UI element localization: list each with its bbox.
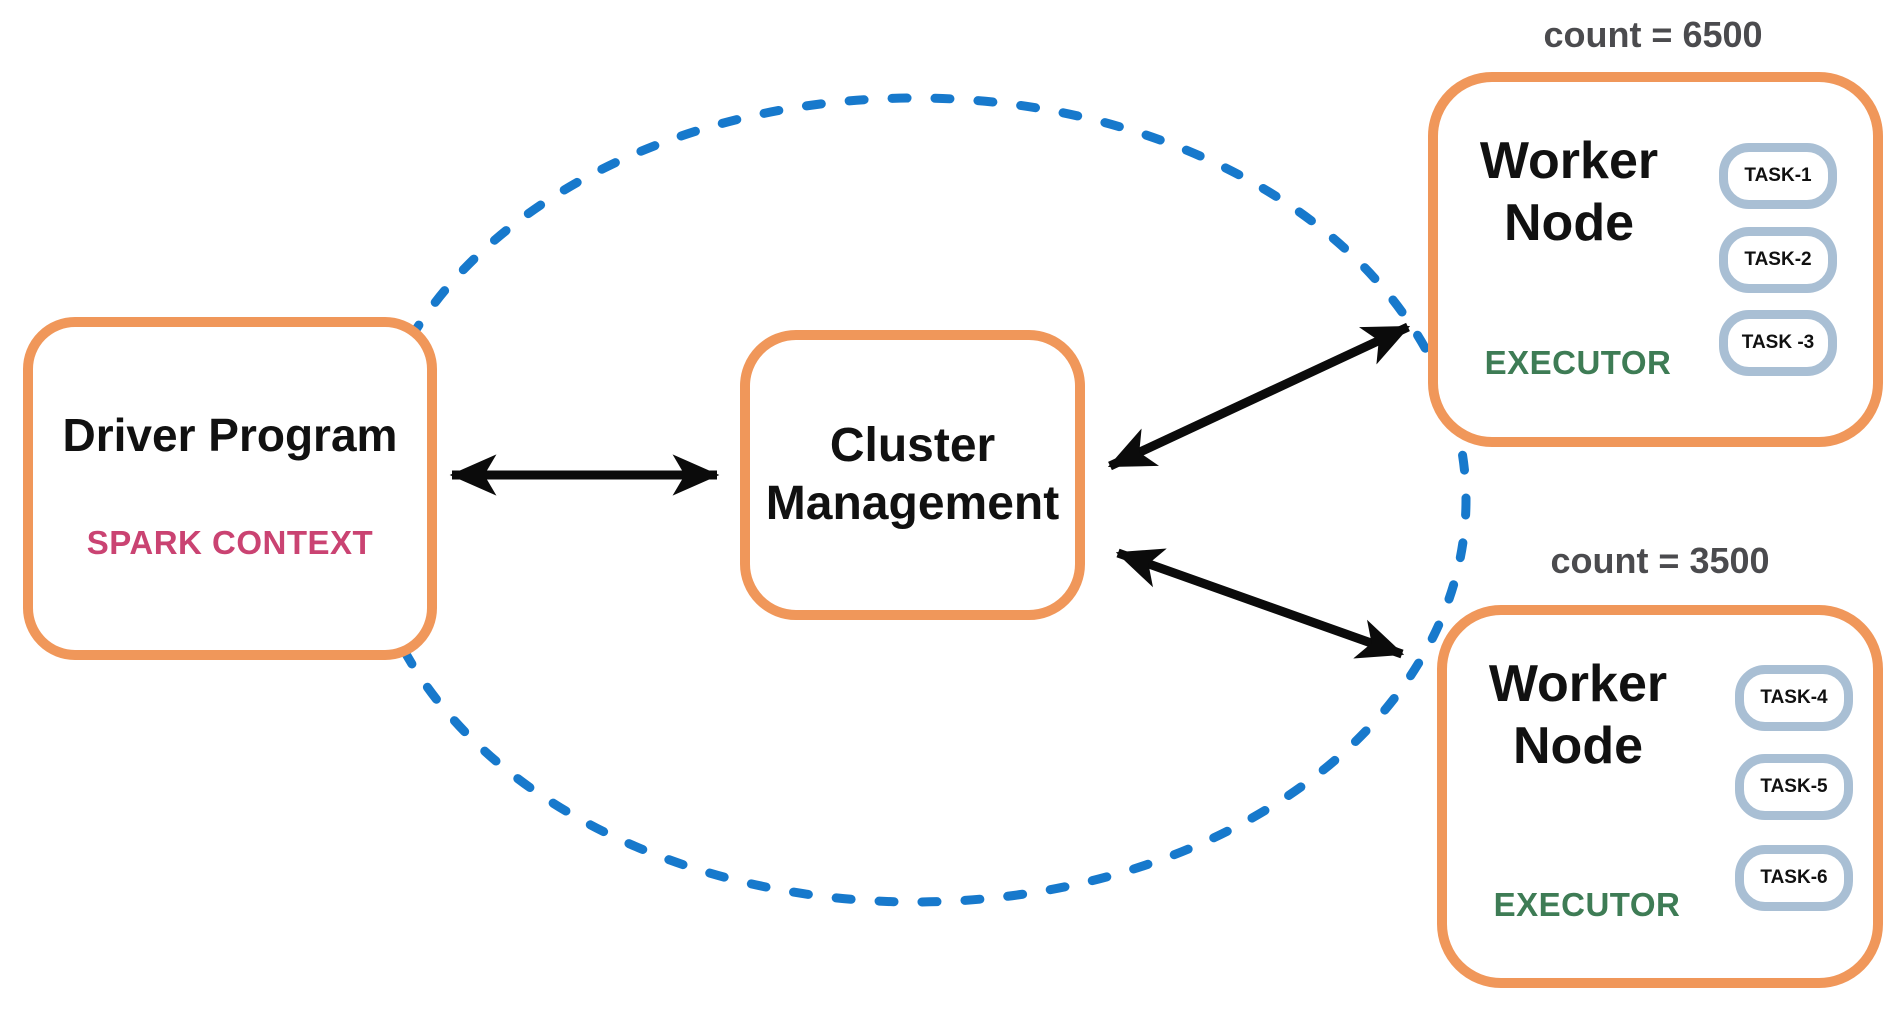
driver-program-box: Driver Program SPARK CONTEXT: [23, 317, 437, 660]
worker-top-executor-label: EXECUTOR: [1484, 344, 1672, 381]
worker-top-count-label: count = 6500: [1543, 14, 1763, 55]
arrow-cluster-worker-bottom: [1115, 548, 1405, 659]
worker-node-bottom-title: Worker Node: [1488, 655, 1668, 775]
spark-context-label: SPARK CONTEXT: [86, 524, 374, 561]
worker-node-top-title: Worker Node: [1479, 132, 1659, 252]
worker-bottom-executor-label: EXECUTOR: [1493, 886, 1681, 923]
task-pill: TASK-1: [1719, 143, 1837, 209]
task-pill: TASK-6: [1735, 845, 1853, 911]
worker-node-top-box: Worker Node EXECUTOR TASK-1 TASK-2 TASK …: [1428, 72, 1883, 447]
task-pill: TASK-2: [1719, 227, 1837, 293]
arrow-cluster-worker-top: [1107, 322, 1411, 471]
task-pill: TASK-4: [1735, 665, 1853, 731]
cluster-management-box: Cluster Management: [740, 330, 1085, 620]
worker-bottom-count-label: count = 3500: [1550, 540, 1770, 581]
cluster-management-title: Cluster Management: [765, 419, 1060, 530]
task-pill: TASK -3: [1719, 310, 1837, 376]
task-pill: TASK-5: [1735, 754, 1853, 820]
driver-program-title: Driver Program: [62, 409, 398, 461]
worker-node-bottom-box: Worker Node EXECUTOR TASK-4 TASK-5 TASK-…: [1437, 605, 1883, 988]
